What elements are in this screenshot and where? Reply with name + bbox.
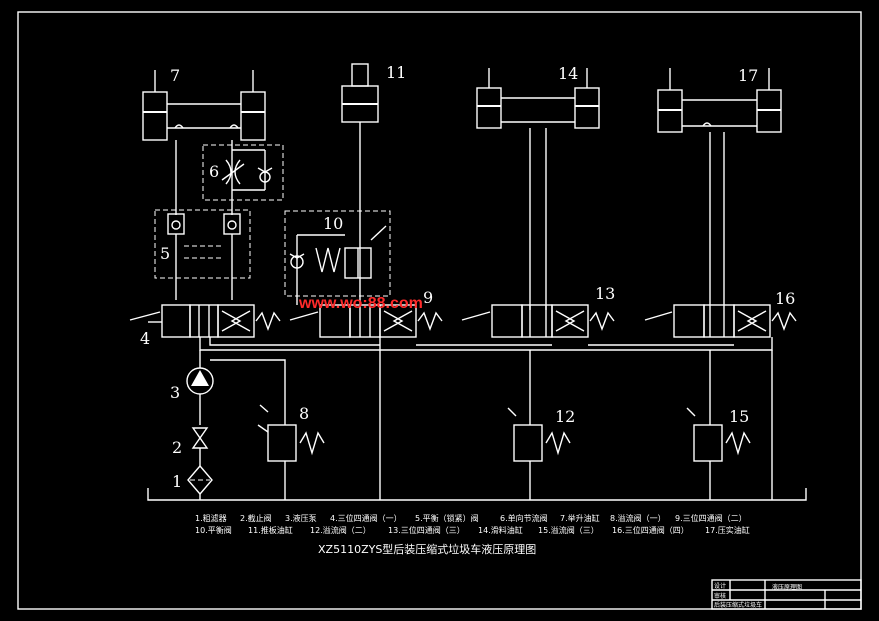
label-3: 3 — [170, 383, 180, 402]
label-13: 13 — [595, 284, 615, 303]
pressure-line — [199, 337, 773, 351]
compact-cylinders-17 — [657, 68, 782, 305]
lift-cylinders-7 — [142, 70, 266, 141]
legend-item: 7.举升油缸 — [560, 513, 600, 523]
drawing-frame — [17, 11, 862, 610]
component-legend: 1.粗滤器 2.截止阀 3.液压泵 4.三位四通阀（一） 5.平衡（锁紧）阀 6… — [195, 513, 750, 535]
legend-item: 9.三位四通阀（二） — [675, 513, 747, 523]
pump-3 — [186, 350, 214, 425]
label-16: 16 — [775, 289, 795, 308]
title-block-row-a: 设计 — [714, 582, 726, 590]
legend-item: 14.滑料油缸 — [478, 525, 523, 535]
relief-valve-15 — [686, 350, 751, 500]
tank-line — [147, 488, 807, 501]
legend-item: 3.液压泵 — [285, 513, 317, 523]
legend-item: 12.溢流阀（二） — [310, 525, 371, 535]
directional-valve-4 — [129, 304, 281, 338]
label-2: 2 — [172, 438, 182, 457]
legend-item: 16.三位四通阀（四） — [612, 525, 689, 535]
diagram-caption: XZ5110ZYS型后装压缩式垃圾车液压原理图 — [318, 542, 536, 556]
label-11: 11 — [386, 63, 406, 82]
relief-valve-8 — [210, 359, 325, 500]
legend-item: 4.三位四通阀（一） — [330, 513, 402, 523]
directional-valve-16 — [644, 304, 797, 338]
legend-item: 15.溢流阀（三） — [538, 525, 599, 535]
throttle-check-valve-6 — [175, 140, 284, 215]
label-5: 5 — [160, 244, 170, 263]
label-14: 14 — [558, 64, 578, 83]
legend-item: 2.截止阀 — [240, 513, 272, 523]
legend-item: 10.平衡阀 — [195, 525, 232, 535]
label-8: 8 — [299, 404, 309, 423]
label-10: 10 — [323, 214, 343, 233]
push-cylinder-11 — [341, 63, 379, 305]
label-7: 7 — [170, 66, 180, 85]
title-block: 设计 审核 后装压缩式垃圾车 液压原理图 — [711, 579, 862, 610]
legend-item: 11.推板油缸 — [248, 525, 293, 535]
drawing-name: 液压原理图 — [772, 583, 802, 591]
relief-valve-12 — [507, 350, 571, 500]
legend-item: 6.单向节流阀 — [500, 513, 548, 523]
legend-item: 1.粗滤器 — [195, 513, 227, 523]
lock-valve-5 — [154, 209, 251, 300]
label-15: 15 — [729, 407, 749, 426]
legend-item: 5.平衡（锁紧）阀 — [415, 513, 479, 523]
filter-1 — [187, 464, 213, 500]
label-6: 6 — [209, 162, 219, 181]
legend-item: 13.三位四通阀（三） — [388, 525, 465, 535]
label-4: 4 — [140, 329, 150, 348]
balance-valve-10 — [284, 210, 391, 305]
label-12: 12 — [555, 407, 575, 426]
directional-valve-9 — [289, 304, 443, 338]
title-block-row-c: 后装压缩式垃圾车 — [714, 601, 762, 609]
legend-item: 8.溢流阀（一） — [610, 513, 666, 523]
label-17: 17 — [738, 66, 758, 85]
legend-item: 17.压实油缸 — [705, 525, 750, 535]
watermark: www.wo:88.com — [298, 295, 423, 312]
label-9: 9 — [423, 288, 433, 307]
title-block-row-b: 审核 — [714, 592, 726, 600]
stop-valve-2 — [191, 427, 209, 466]
directional-valve-13 — [461, 304, 615, 338]
slide-cylinders-14 — [476, 68, 600, 310]
label-1: 1 — [172, 472, 182, 491]
